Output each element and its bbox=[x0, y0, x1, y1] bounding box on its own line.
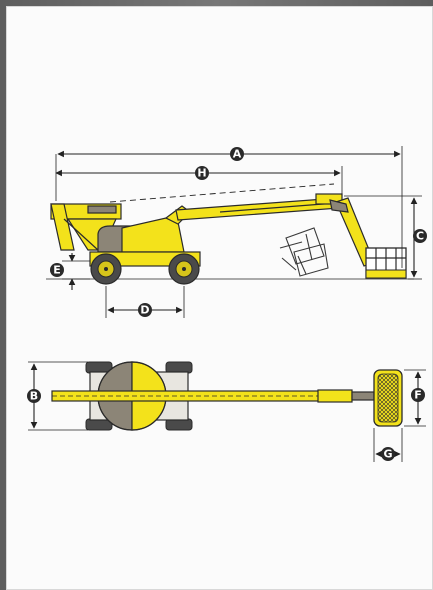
badge-d: D bbox=[138, 303, 152, 317]
badge-a-label: A bbox=[233, 148, 242, 161]
boom-reference-line bbox=[109, 183, 335, 203]
lower-arm bbox=[50, 203, 122, 251]
badge-h: H bbox=[195, 166, 209, 180]
top-wheel-front-left bbox=[165, 361, 193, 374]
wheel-rear bbox=[90, 253, 122, 285]
dimension-a bbox=[55, 146, 403, 268]
wheel-front bbox=[168, 253, 200, 285]
badge-c-label: C bbox=[416, 230, 424, 243]
main-boom bbox=[175, 193, 343, 221]
badge-d-label: D bbox=[140, 304, 149, 317]
top-view bbox=[28, 361, 426, 462]
badge-a: A bbox=[230, 147, 244, 161]
boom-lift-dimension-drawing: A H C E D B F bbox=[27, 146, 427, 462]
badge-f-label: F bbox=[414, 389, 422, 402]
badge-h-label: H bbox=[197, 167, 206, 180]
top-wheel-front-right bbox=[165, 418, 193, 431]
dimension-e bbox=[62, 253, 90, 290]
badge-b-label: B bbox=[30, 390, 38, 403]
basket-ghost bbox=[279, 227, 329, 277]
top-boom bbox=[51, 389, 375, 403]
badge-g-label: G bbox=[383, 448, 392, 461]
top-basket bbox=[373, 369, 403, 427]
badge-c: C bbox=[413, 229, 427, 243]
badge-g: G bbox=[381, 447, 395, 461]
badge-e-label: E bbox=[53, 264, 61, 277]
side-view bbox=[46, 146, 422, 318]
badge-b: B bbox=[27, 389, 41, 403]
badge-f: F bbox=[411, 388, 425, 402]
drawing-sheet: A H C E D B F bbox=[6, 6, 433, 590]
basket-side bbox=[365, 247, 407, 279]
badge-e: E bbox=[50, 263, 64, 277]
